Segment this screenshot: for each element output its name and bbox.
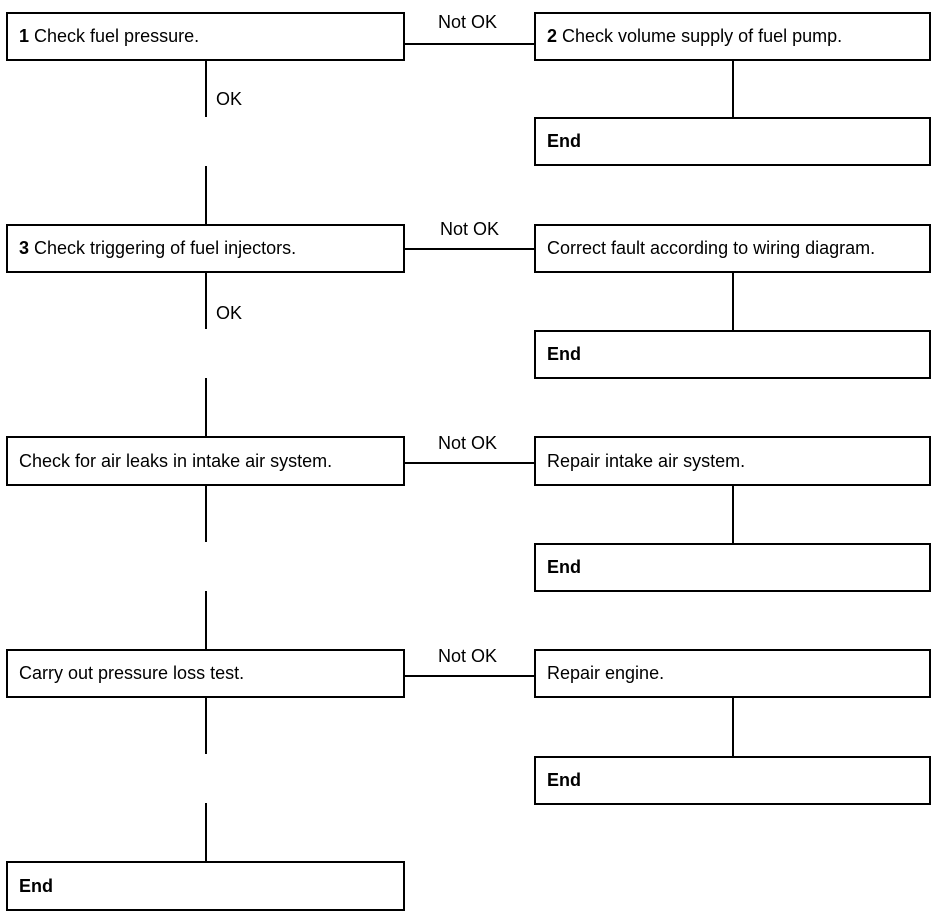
end-box: End: [534, 756, 931, 805]
end-box: End: [534, 543, 931, 592]
connector-line: [205, 486, 207, 542]
step-text: Check volume supply of fuel pump.: [562, 26, 843, 46]
step-text: Check fuel pressure.: [34, 26, 200, 46]
end-box: End: [534, 117, 931, 166]
connector-line: [405, 462, 535, 464]
not-ok-label: Not OK: [438, 12, 498, 32]
step-text: Check for air leaks in intake air system…: [19, 450, 333, 471]
step-1-box: 1 Check fuel pressure.: [6, 12, 405, 61]
connector-line: [205, 803, 207, 861]
step-3-box: 3 Check triggering of fuel injectors.: [6, 224, 405, 273]
connector-line: [732, 698, 734, 756]
connector-line: [205, 378, 207, 436]
pressure-loss-test-box: Carry out pressure loss test.: [6, 649, 405, 698]
connector-line: [205, 166, 207, 224]
final-end-box: End: [6, 861, 405, 911]
air-leak-check-box: Check for air leaks in intake air system…: [6, 436, 405, 486]
end-box: End: [534, 330, 931, 379]
not-ok-label: Not OK: [438, 433, 498, 453]
step-text: Check triggering of fuel injectors.: [34, 238, 297, 258]
connector-line: [405, 675, 535, 677]
ok-label: OK: [216, 89, 243, 109]
step-text: Repair engine.: [547, 663, 665, 683]
not-ok-label: Not OK: [440, 219, 500, 239]
connector-line: [732, 486, 734, 543]
step-text: Carry out pressure loss test.: [19, 663, 245, 683]
repair-intake-box: Repair intake air system.: [534, 436, 931, 486]
ok-label: OK: [216, 303, 243, 323]
step-text: Repair intake air system.: [547, 450, 746, 471]
connector-line: [205, 591, 207, 649]
connector-line: [732, 61, 734, 117]
correct-fault-box: Correct fault according to wiring diagra…: [534, 224, 931, 273]
connector-line: [205, 698, 207, 754]
step-number: 3: [19, 238, 30, 258]
connector-line: [732, 273, 734, 330]
connector-line: [205, 273, 207, 329]
not-ok-label: Not OK: [438, 646, 498, 666]
connector-line: [405, 248, 535, 250]
step-number: 1: [19, 26, 30, 46]
connector-line: [405, 43, 535, 45]
repair-engine-box: Repair engine.: [534, 649, 931, 698]
step-number: 2: [547, 26, 558, 46]
connector-line: [205, 61, 207, 117]
step-text: Correct fault according to wiring diagra…: [547, 238, 876, 258]
step-2-box: 2 Check volume supply of fuel pump.: [534, 12, 931, 61]
